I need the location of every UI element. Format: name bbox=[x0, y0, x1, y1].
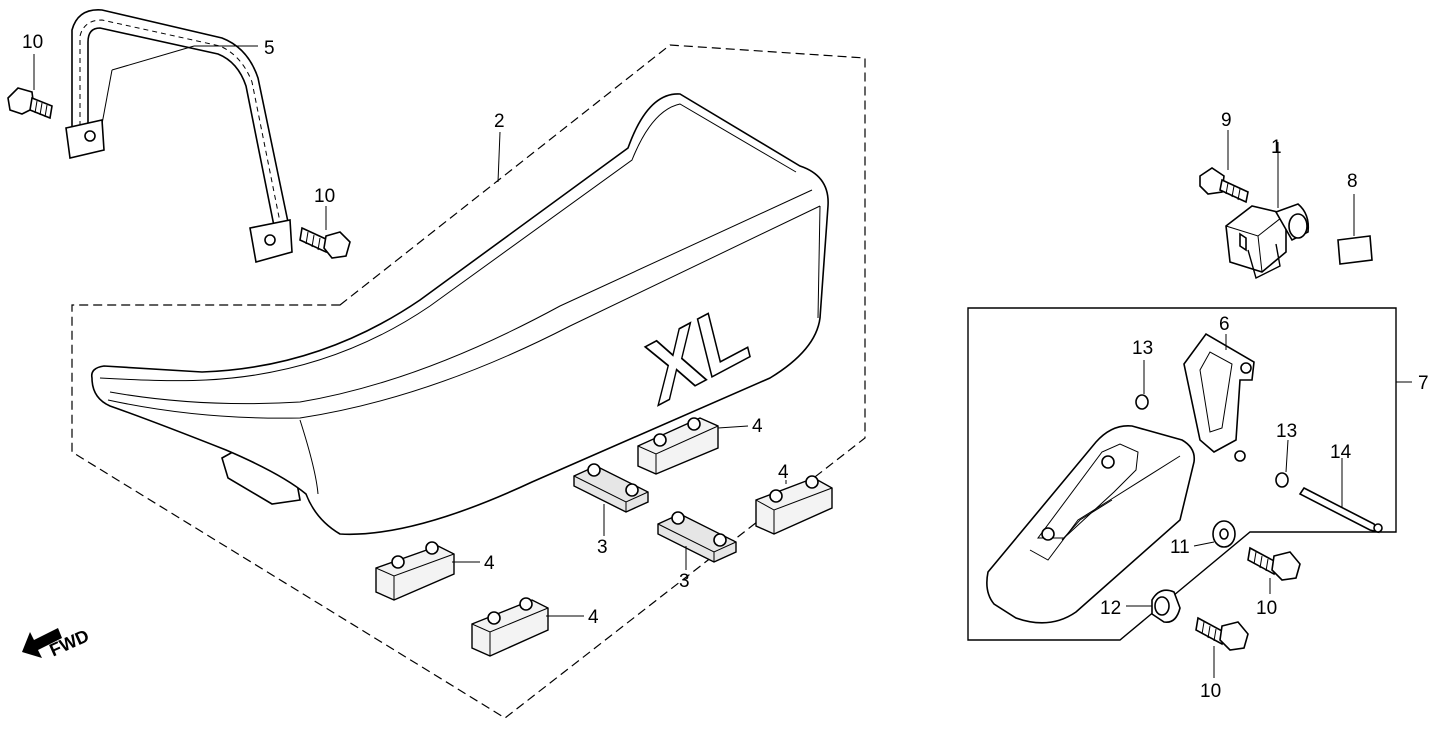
label-pad-b: 3 bbox=[679, 571, 690, 592]
collar bbox=[1126, 589, 1181, 624]
label-cushion-c: 4 bbox=[484, 553, 495, 574]
lock-plate bbox=[1337, 194, 1373, 265]
label-tool-case-assy: 7 bbox=[1418, 373, 1429, 394]
cushion-c bbox=[375, 541, 455, 601]
lock-bolt bbox=[1199, 130, 1249, 204]
label-bolt-right-a: 10 bbox=[1256, 598, 1277, 619]
forward-arrow-icon: FWD bbox=[22, 625, 92, 660]
bolt-top-left bbox=[7, 54, 53, 120]
seat-group-boundary bbox=[71, 44, 866, 719]
label-nut-b: 13 bbox=[1276, 421, 1297, 442]
cushion-b bbox=[755, 475, 833, 535]
seat-lock bbox=[1225, 203, 1310, 280]
cushion-d bbox=[471, 597, 549, 657]
label-band: 14 bbox=[1330, 442, 1352, 463]
label-pad-a: 3 bbox=[597, 537, 608, 558]
bolt-right-a bbox=[1247, 546, 1301, 594]
cushion-a bbox=[637, 417, 719, 475]
label-cushion-d: 4 bbox=[588, 607, 599, 628]
pad-a bbox=[573, 463, 649, 513]
nut-b bbox=[1275, 472, 1289, 488]
label-bolt-mid: 10 bbox=[314, 186, 335, 207]
case-gasket bbox=[1183, 332, 1255, 462]
tool-case bbox=[986, 425, 1196, 624]
seat: XL bbox=[90, 93, 829, 536]
label-seat-lock: 1 bbox=[1271, 137, 1282, 158]
label-cushion-a: 4 bbox=[752, 416, 763, 437]
bolt-right-b bbox=[1195, 616, 1249, 678]
label-seat: 2 bbox=[494, 111, 505, 132]
toolcase-group-boundary bbox=[967, 307, 1397, 641]
label-bolt-right-b: 10 bbox=[1200, 681, 1221, 702]
label-washer: 11 bbox=[1170, 537, 1190, 558]
label-bolt-top-left: 10 bbox=[22, 32, 43, 53]
label-lock-bolt: 9 bbox=[1221, 110, 1232, 131]
label-collar: 12 bbox=[1100, 598, 1121, 619]
grab-rail bbox=[65, 9, 293, 264]
pad-b bbox=[657, 511, 737, 563]
label-nut-a: 13 bbox=[1132, 338, 1153, 359]
bolt-mid bbox=[299, 206, 351, 259]
label-lock-plate: 8 bbox=[1347, 171, 1358, 192]
washer bbox=[1193, 520, 1236, 548]
tool-band bbox=[1298, 458, 1383, 534]
label-grab-rail: 5 bbox=[264, 38, 275, 59]
label-cushion-b: 4 bbox=[778, 462, 789, 483]
label-case-gasket: 6 bbox=[1219, 314, 1230, 335]
nut-a bbox=[1135, 394, 1149, 410]
